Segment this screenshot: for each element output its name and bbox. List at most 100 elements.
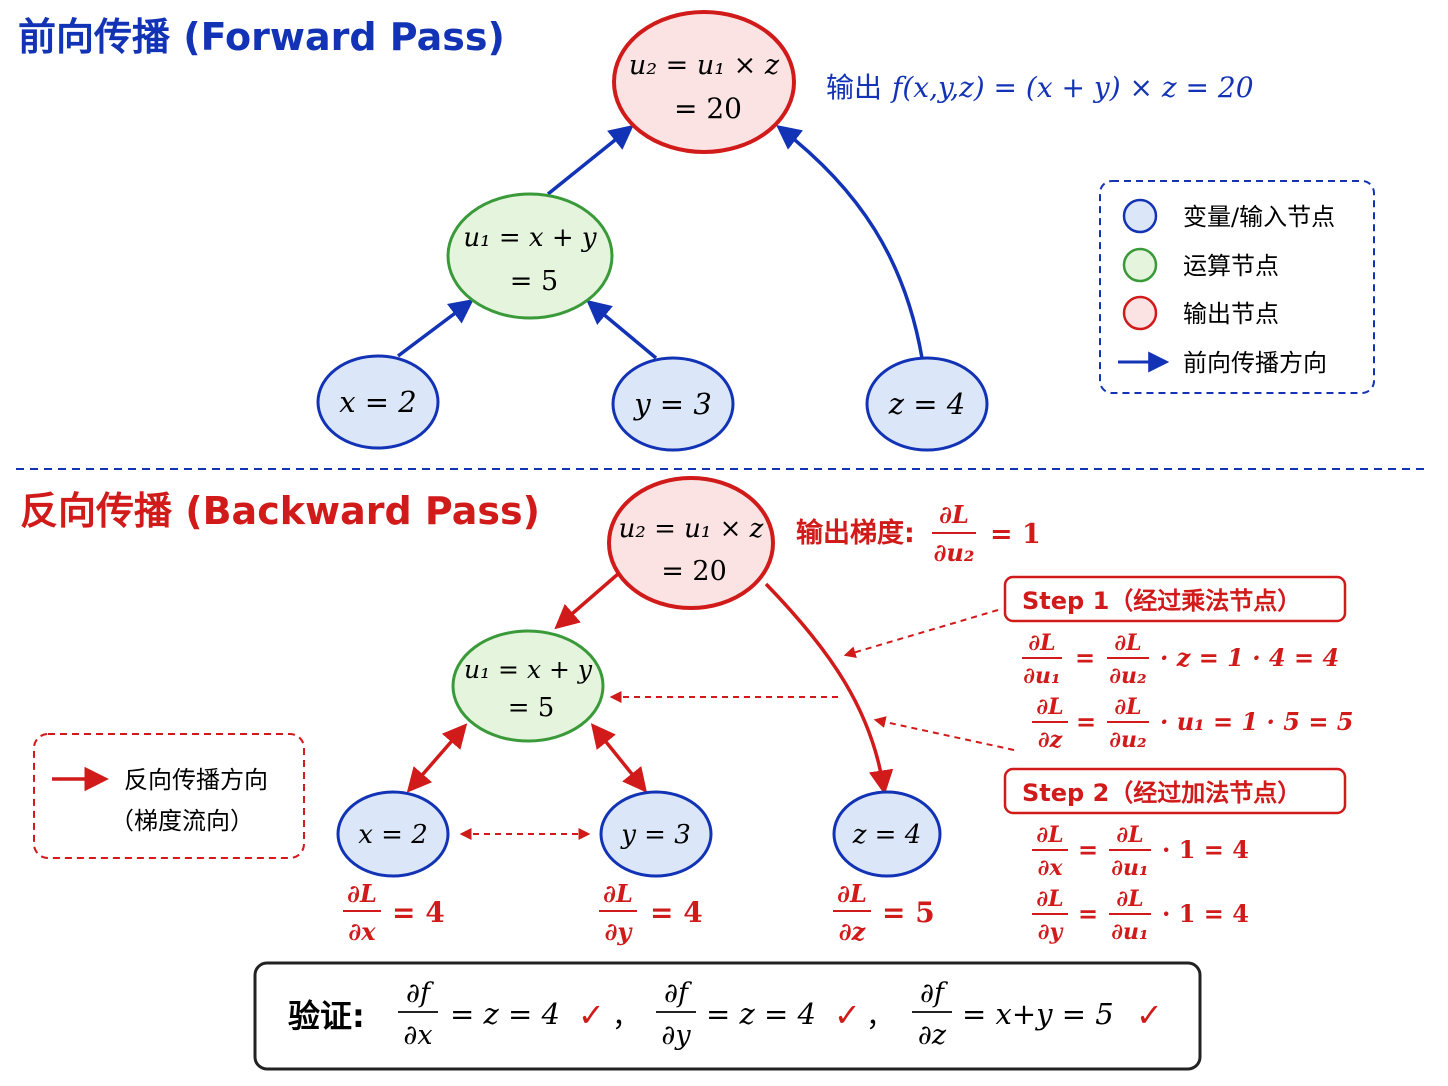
- backward-node-x: x = 2: [336, 790, 450, 878]
- backward-y-label: y = 3: [620, 820, 691, 850]
- grad-z-num: ∂L: [837, 879, 867, 908]
- svg-text:∂u₂: ∂u₂: [1109, 663, 1146, 689]
- verify-t1-den: ∂x: [403, 1020, 432, 1051]
- verify-t2-num: ∂f: [664, 978, 692, 1009]
- backward-z-label: z = 4: [852, 820, 922, 850]
- svg-text:∂y: ∂y: [1038, 919, 1065, 945]
- forward-u2-line2: = 20: [674, 92, 742, 125]
- legend-var-swatch: [1122, 198, 1158, 234]
- forward-u1-line2: = 5: [510, 266, 558, 297]
- legend-dir-label: 前向传播方向: [1183, 349, 1327, 377]
- verify-t2-den: ∂y: [661, 1020, 691, 1051]
- svg-text:∂u₂: ∂u₂: [1109, 727, 1146, 753]
- forward-output-formula: 输出 f(x,y,z) = (x + y) × z = 20: [826, 71, 1254, 104]
- grad-z-rhs: = 5: [882, 896, 935, 929]
- grad-x-den: ∂x: [348, 917, 376, 946]
- grad-x-rhs: = 4: [392, 896, 445, 929]
- forward-node-x: x = 2: [316, 354, 440, 450]
- svg-text:∂L: ∂L: [1114, 694, 1141, 720]
- forward-node-z: z = 4: [865, 356, 989, 452]
- forward-u2-line1: u₂ = u₁ × z: [629, 50, 780, 81]
- step1-box: Step 1（经过乘法节点）: [1003, 575, 1347, 623]
- svg-text:∂L: ∂L: [1116, 886, 1143, 912]
- svg-text:∂L: ∂L: [1036, 694, 1063, 720]
- verify-check-1-icon: ✓: [578, 996, 605, 1034]
- svg-text:=: =: [1076, 707, 1096, 736]
- output-grad-num: ∂L: [939, 500, 969, 529]
- backward-legend: 反向传播方向 （梯度流向）: [33, 733, 305, 859]
- verify-t3-den: ∂z: [918, 1020, 947, 1051]
- edge-y-to-u1: [586, 299, 658, 360]
- edge-u1-y-back: [590, 723, 648, 793]
- backward-u2-line1: u₂ = u₁ × z: [619, 514, 764, 544]
- step2-box: Step 2（经过加法节点）: [1003, 767, 1347, 815]
- grad-y-rhs: = 4: [650, 896, 703, 929]
- legend-op-label: 运算节点: [1183, 252, 1279, 280]
- backward-x-label: x = 2: [358, 820, 428, 850]
- svg-text:∂z: ∂z: [1038, 727, 1063, 753]
- backward-node-z: z = 4: [832, 790, 942, 878]
- step2-eq2: ∂L ∂y = ∂L ∂u₁ · 1 = 4: [1032, 886, 1249, 945]
- edge-x-to-u1: [396, 299, 474, 358]
- verification-box: 验证: ∂f ∂x = z = 4 ✓ ， ∂f ∂y = z = 4 ✓ ， …: [253, 961, 1202, 1071]
- step2-eq1: ∂L ∂x = ∂L ∂u₁ · 1 = 4: [1032, 822, 1249, 881]
- output-grad-den: ∂u₂: [934, 538, 975, 567]
- forward-edges: [396, 124, 924, 360]
- step2-label: Step 2（经过加法节点）: [1022, 779, 1301, 807]
- output-grad-rhs: = 1: [990, 519, 1041, 550]
- svg-text:∂L: ∂L: [1116, 822, 1143, 848]
- backward-node-y: y = 3: [599, 790, 713, 878]
- legend-op-swatch: [1122, 247, 1158, 283]
- backward-u1-line2: = 5: [508, 693, 555, 723]
- svg-text:∂L: ∂L: [1114, 630, 1141, 656]
- backward-edges: [406, 572, 1015, 840]
- pointer-eq-to-edge: [873, 716, 1015, 751]
- legend-var-label: 变量/输入节点: [1183, 203, 1335, 231]
- forward-title: 前向传播 (Forward Pass): [18, 15, 505, 59]
- pointer-step1-to-edge: [843, 609, 999, 659]
- edge-z-to-u2: [776, 124, 924, 359]
- svg-text:∂u₁: ∂u₁: [1023, 663, 1060, 689]
- svg-text:∂L: ∂L: [1028, 630, 1055, 656]
- svg-text:∂u₁: ∂u₁: [1111, 855, 1148, 881]
- legend-backward-dir-label: 反向传播方向: [124, 766, 268, 794]
- svg-text:=: =: [1078, 835, 1098, 864]
- legend-out-label: 输出节点: [1183, 300, 1279, 328]
- forward-node-u1: u₁ = x + y = 5: [446, 192, 614, 320]
- svg-text:· 1 = 4: · 1 = 4: [1162, 899, 1249, 928]
- legend-out-swatch: [1122, 295, 1158, 331]
- svg-text:∂L: ∂L: [1036, 886, 1063, 912]
- backward-title: 反向传播 (Backward Pass): [20, 489, 540, 533]
- forward-u1-line1: u₁ = x + y: [463, 223, 596, 253]
- svg-text:· u₁ = 1 · 5 = 5: · u₁ = 1 · 5 = 5: [1160, 707, 1353, 736]
- verify-sep-1: ，: [612, 1000, 640, 1033]
- verify-prefix: 验证:: [288, 997, 365, 1035]
- grad-z-den: ∂z: [839, 917, 867, 946]
- verify-t1-num: ∂f: [406, 978, 434, 1009]
- backward-u2-line2: = 20: [661, 556, 727, 587]
- svg-text:=: =: [1075, 643, 1095, 672]
- edge-u2-to-u1-back: [554, 572, 620, 630]
- grad-x-num: ∂L: [347, 879, 377, 908]
- edge-u1-x-back: [406, 723, 468, 793]
- backward-u1-line1: u₁ = x + y: [464, 655, 593, 684]
- forward-output-prefix: 输出: [826, 71, 882, 104]
- forward-x-label: x = 2: [339, 385, 417, 419]
- grad-z: ∂L ∂z = 5: [833, 879, 935, 946]
- verify-t1-rhs: = z = 4: [450, 997, 560, 1031]
- forward-node-y: y = 3: [611, 356, 735, 452]
- verify-t3-rhs: = x+y = 5: [962, 997, 1114, 1031]
- edge-u2-to-z-back: [764, 582, 894, 795]
- step1-eq1: ∂L ∂u₁ = ∂L ∂u₂ · z = 1 · 4 = 4: [1022, 630, 1339, 689]
- svg-text:∂u₁: ∂u₁: [1111, 919, 1148, 945]
- svg-text:· z = 1 · 4 = 4: · z = 1 · 4 = 4: [1160, 643, 1339, 672]
- verify-t3-num: ∂f: [920, 978, 948, 1009]
- forward-node-u2: u₂ = u₁ × z = 20: [612, 10, 796, 154]
- grad-y-num: ∂L: [603, 879, 633, 908]
- verify-sep-2: ，: [866, 1000, 894, 1033]
- grad-x: ∂L ∂x = 4: [343, 879, 445, 946]
- forward-output-formula-text: f(x,y,z) = (x + y) × z = 20: [890, 71, 1254, 104]
- verify-check-3-icon: ✓: [1136, 996, 1163, 1034]
- grad-y: ∂L ∂y = 4: [599, 879, 703, 946]
